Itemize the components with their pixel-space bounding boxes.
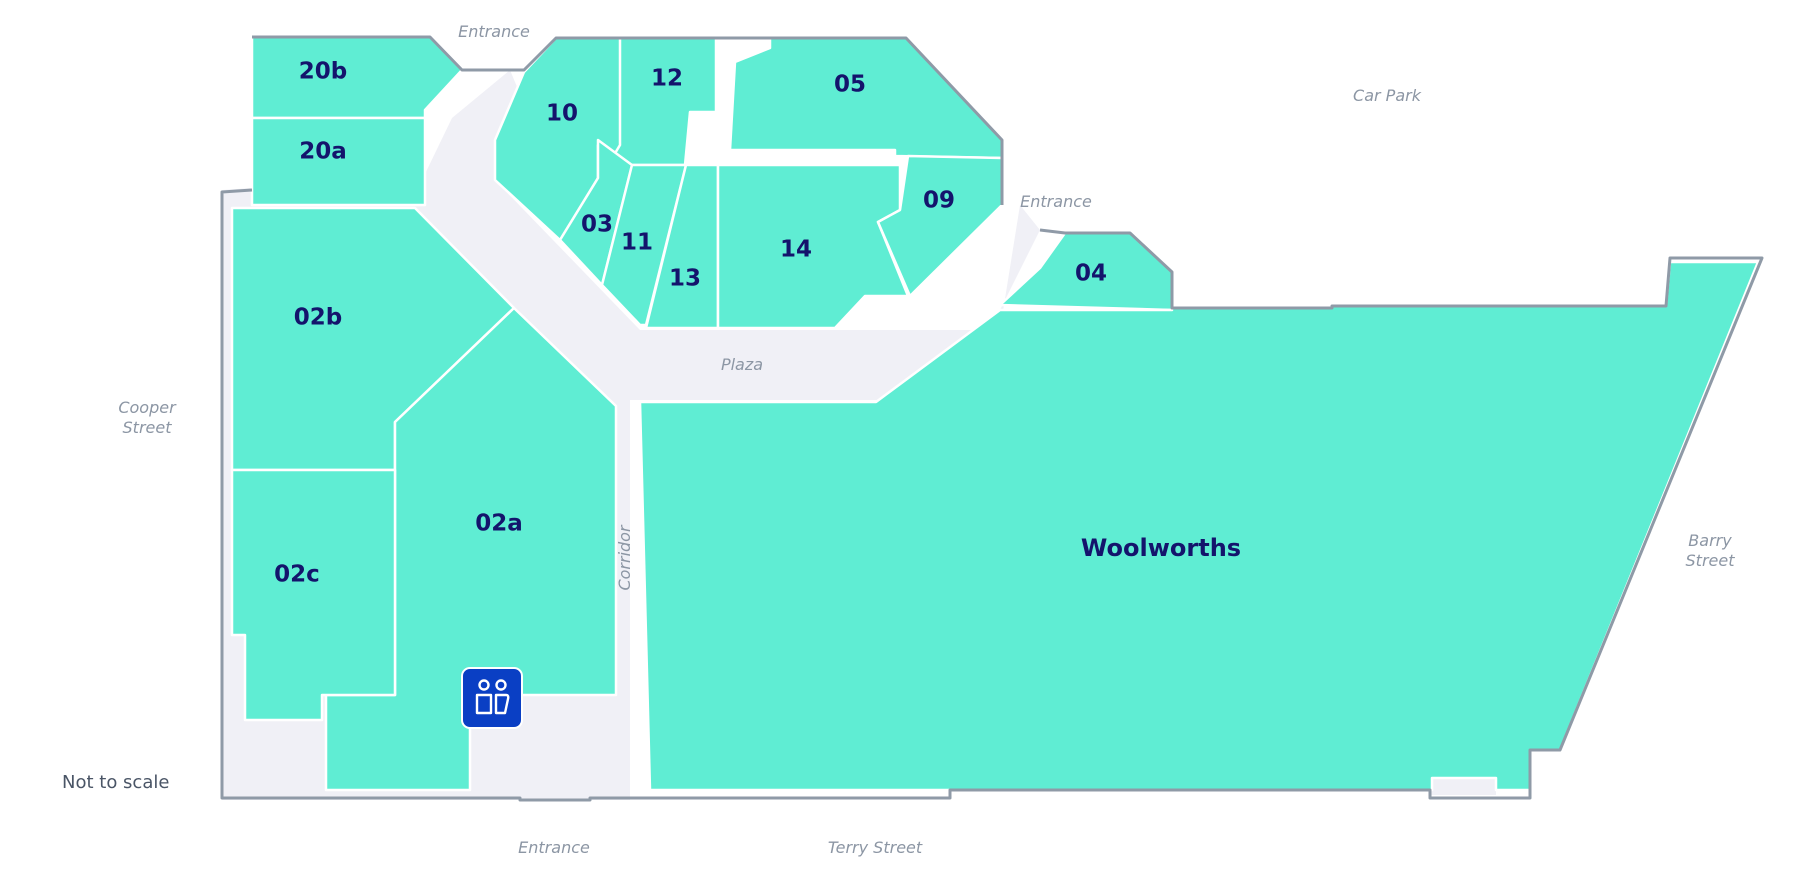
shop-unit-14[interactable] — [716, 163, 910, 330]
barry-street-label-line2: Street — [1686, 551, 1736, 570]
terry-street-label: Terry Street — [828, 838, 923, 857]
shop-unit-20b[interactable] — [250, 35, 464, 120]
area-labels: Entrance Entrance Entrance Car Park Coop… — [118, 22, 1735, 857]
not-to-scale-note: Not to scale — [62, 772, 170, 793]
shop-unit-12[interactable] — [606, 36, 718, 167]
plaza-label: Plaza — [721, 355, 763, 374]
shop-unit-woolworths[interactable] — [638, 260, 1760, 792]
entrance-right-label: Entrance — [1020, 192, 1092, 211]
entrance-bottom-label: Entrance — [518, 838, 590, 857]
shop-unit-20a[interactable] — [250, 116, 427, 207]
shop-unit-05[interactable] — [714, 36, 1004, 160]
corridor-label: Corridor — [615, 524, 634, 591]
car-park-label: Car Park — [1353, 86, 1422, 105]
floor-bottom-right-notch — [1430, 775, 1496, 795]
cooper-street-label-line1: Cooper — [118, 398, 177, 417]
shop-unit-03[interactable] — [558, 138, 634, 287]
shop-unit-02c[interactable] — [230, 468, 397, 722]
barry-street-label-line1: Barry — [1688, 531, 1732, 550]
cooper-street-label-line2: Street — [123, 418, 173, 437]
entrance-top-label: Entrance — [458, 22, 530, 41]
building-outline — [252, 35, 1004, 205]
shop-units — [230, 35, 1760, 792]
building-outline-right — [220, 188, 1764, 802]
shop-unit-11[interactable] — [600, 163, 688, 327]
toilets-icon[interactable] — [461, 667, 523, 729]
